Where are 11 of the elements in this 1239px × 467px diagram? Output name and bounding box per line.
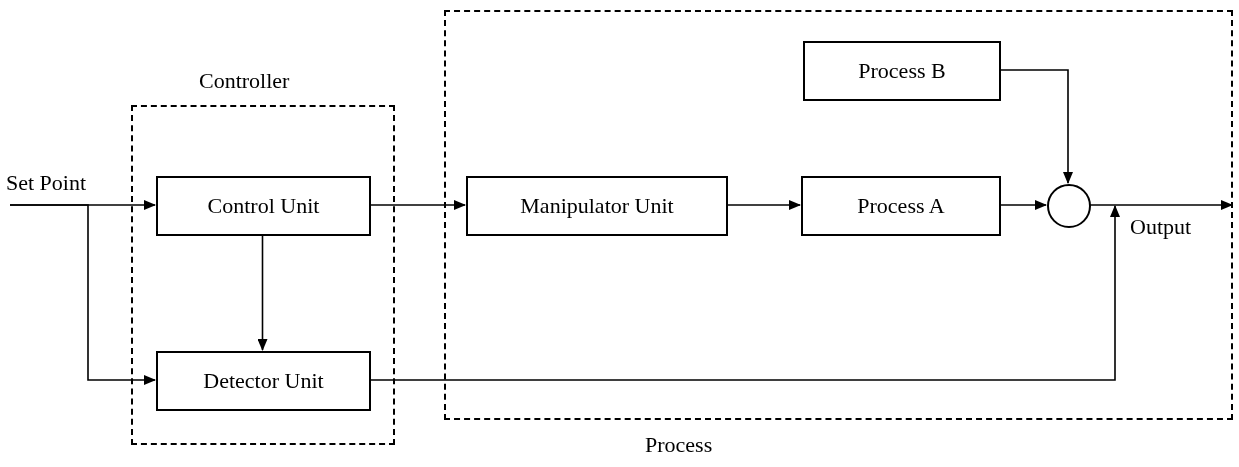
process-box: Process B (803, 41, 1001, 101)
process-box: Manipulator Unit (466, 176, 728, 236)
group-heading: Controller (199, 70, 290, 92)
process-box: Detector Unit (156, 351, 371, 411)
arrow (257, 234, 268, 351)
input-label: Set Point (6, 172, 124, 205)
output-label: Output (1130, 216, 1192, 238)
process-box: Process A (801, 176, 1001, 236)
group-heading: Process (645, 434, 713, 456)
process-box: Control Unit (156, 176, 371, 236)
arrow (9, 204, 156, 385)
